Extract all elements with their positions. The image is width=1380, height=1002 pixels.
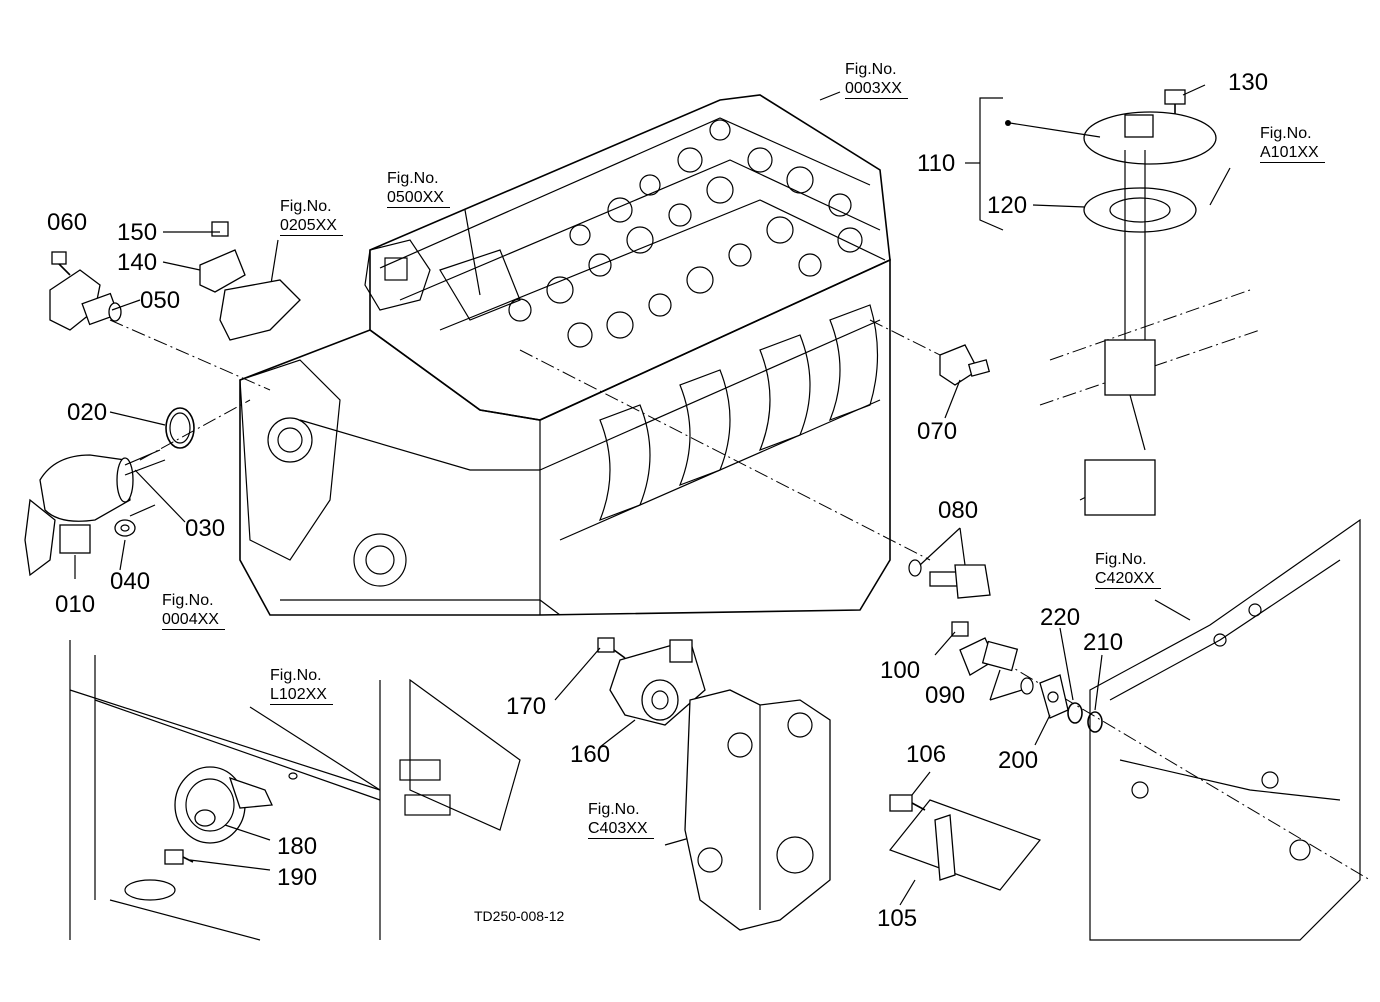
fig-ref-caption: Fig.No. <box>270 667 322 684</box>
actuator-010 <box>24 449 166 577</box>
part-030-label[interactable]: 030 <box>185 515 226 542</box>
part-leaders <box>74 84 1206 906</box>
part-180-label[interactable]: 180 <box>277 833 318 860</box>
part-080-label[interactable]: 080 <box>938 497 979 524</box>
part-200-label[interactable]: 200 <box>998 747 1039 774</box>
fig-ref-caption: Fig.No. <box>1260 125 1312 142</box>
bolt-130 <box>1164 89 1186 114</box>
fig-ref-caption: Fig.No. <box>588 801 640 818</box>
fig-ref-caption: Fig.No. <box>280 198 332 215</box>
fig-ref-0004[interactable]: Fig.No. 0004XX <box>162 591 225 630</box>
part-130-label[interactable]: 130 <box>1228 69 1269 96</box>
fig-ref-c420[interactable]: Fig.No. C420XX <box>1095 550 1161 589</box>
part-120-label[interactable]: 120 <box>987 192 1028 219</box>
fig-ref-caption: Fig.No. <box>387 170 439 187</box>
part-140-label[interactable]: 140 <box>117 249 158 276</box>
part-106-label[interactable]: 106 <box>906 741 947 768</box>
fuel-sender-110 <box>965 97 1217 516</box>
horn-180 <box>174 766 298 844</box>
fig-ref-code: 0004XX <box>162 610 225 630</box>
o-ring-020 <box>165 407 195 449</box>
part-160-label[interactable]: 160 <box>570 741 611 768</box>
fig-ref-0003[interactable]: Fig.No. 0003XX <box>845 60 908 99</box>
sensor-160 <box>609 639 706 726</box>
fig-ref-code: 0205XX <box>280 216 343 236</box>
fig-ref-caption: Fig.No. <box>845 61 897 78</box>
part-170-label[interactable]: 170 <box>506 693 547 720</box>
part-100-label[interactable]: 100 <box>880 657 921 684</box>
bracket-105 <box>889 799 1041 891</box>
part-090-label[interactable]: 090 <box>925 682 966 709</box>
bolt-190 <box>164 849 194 865</box>
frame-inset-l102 <box>69 640 521 941</box>
bolt-106 <box>889 794 926 812</box>
part-050-label[interactable]: 050 <box>140 287 181 314</box>
part-210-label[interactable]: 210 <box>1083 629 1124 656</box>
solenoid-140 <box>199 221 301 341</box>
part-060-label[interactable]: 060 <box>47 209 88 236</box>
fig-ref-code: 0500XX <box>387 188 450 208</box>
fig-ref-code: 0003XX <box>845 79 908 99</box>
part-105-label[interactable]: 105 <box>877 905 918 932</box>
part-020-label[interactable]: 020 <box>67 399 108 426</box>
part-220-label[interactable]: 220 <box>1040 604 1081 631</box>
drawing-code: TD250-008-12 <box>474 908 565 924</box>
fig-ref-caption: Fig.No. <box>162 592 214 609</box>
part-040-label[interactable]: 040 <box>110 568 151 595</box>
part-070-label[interactable]: 070 <box>917 418 958 445</box>
fig-ref-a101[interactable]: Fig.No. A101XX <box>1260 124 1325 163</box>
sensor-070 <box>939 344 991 386</box>
pump-housing-c403 <box>684 689 831 931</box>
part-110-label[interactable]: 110 <box>917 150 956 177</box>
sensor-050 <box>49 269 122 331</box>
bolt-100 <box>951 621 969 637</box>
part-190-label[interactable]: 190 <box>277 864 318 891</box>
fig-ref-code: L102XX <box>270 685 333 705</box>
frame-c420 <box>1089 518 1361 941</box>
part-010-label[interactable]: 010 <box>55 591 96 618</box>
fig-ref-l102[interactable]: Fig.No. L102XX <box>270 666 333 705</box>
part-150-label[interactable]: 150 <box>117 219 158 246</box>
bolt-060 <box>51 251 71 276</box>
gasket-200 <box>1039 674 1069 719</box>
o-ring-220 <box>1067 702 1083 724</box>
bolt-040 <box>114 519 136 537</box>
bolt-170 <box>597 637 626 659</box>
sensor-090 <box>959 637 1034 695</box>
fig-ref-0500[interactable]: Fig.No. 0500XX <box>387 169 450 208</box>
fig-ref-c403[interactable]: Fig.No. C403XX <box>588 800 654 839</box>
fig-ref-code: A101XX <box>1260 143 1325 163</box>
fig-ref-code: C403XX <box>588 819 654 839</box>
o-ring-210 <box>1087 711 1103 733</box>
fig-ref-0205[interactable]: Fig.No. 0205XX <box>280 197 343 236</box>
fig-ref-caption: Fig.No. <box>1095 551 1147 568</box>
sensor-080 <box>908 559 991 599</box>
fig-ref-code: C420XX <box>1095 569 1161 589</box>
engine-block-illustration <box>239 94 891 616</box>
